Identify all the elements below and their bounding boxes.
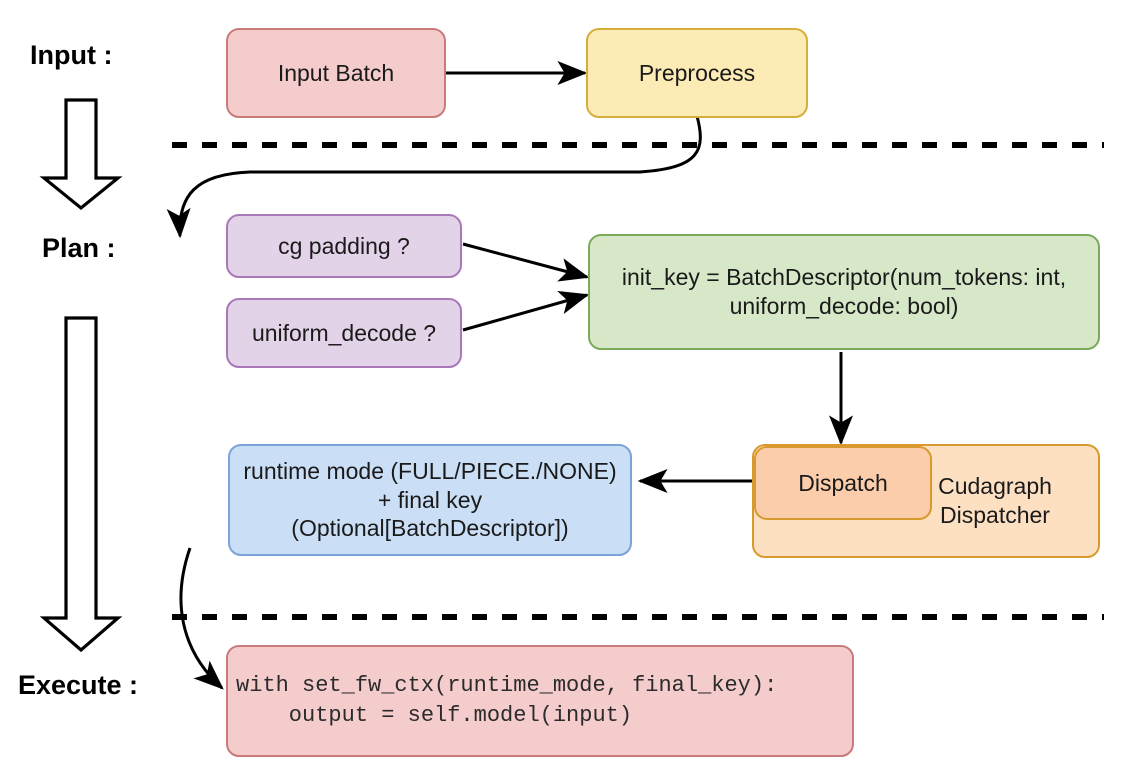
node-runtime-mode[interactable]: runtime mode (FULL/PIECE./NONE) + final … [228,444,632,556]
node-cg-padding-label: cg padding ? [278,232,410,259]
node-uniform-decode[interactable]: uniform_decode ? [226,298,462,368]
plan-to-execute-block-arrow [39,316,123,653]
node-code-block-line1: with set_fw_ctx(runtime_mode, final_key)… [236,673,778,699]
node-code-block-line2: output = self.model(input) [236,703,633,728]
node-cudagraph-dispatcher-line2: Dispatcher [940,502,1050,528]
node-cg-padding[interactable]: cg padding ? [226,214,462,278]
node-init-key-line2: uniform_decode: bool) [729,293,959,319]
node-code-block[interactable]: with set_fw_ctx(runtime_mode, final_key)… [226,645,854,757]
node-dispatch[interactable]: Dispatch [754,446,932,520]
node-runtime-mode-line2: + final key (Optional[BatchDescriptor]) [291,486,569,542]
node-init-key-line1: init_key = BatchDescriptor(num_tokens: i… [621,264,1067,291]
node-preprocess-label: Preprocess [638,59,756,86]
node-runtime-mode-line1: runtime mode (FULL/PIECE./NONE) [243,458,617,485]
node-input-batch-label: Input Batch [277,59,395,86]
edge-uniform-decode-to-init-key [462,290,590,332]
node-dispatch-label: Dispatch [798,469,888,496]
stage-label-plan: Plan : [42,233,116,263]
node-cudagraph-dispatcher-label: Cudagraph Dispatcher [910,472,1080,530]
node-preprocess[interactable]: Preprocess [586,28,808,118]
edge-runtime-mode-to-code-block [179,547,224,690]
node-cudagraph-dispatcher-line1: Cudagraph [938,473,1052,500]
stage-label-input: Input : [30,40,113,70]
input-to-plan-block-arrow [39,98,123,211]
node-input-batch[interactable]: Input Batch [226,28,446,118]
edge-cg-padding-to-init-key [462,242,590,282]
stage-label-execute: Execute : [18,670,139,700]
node-init-key[interactable]: init_key = BatchDescriptor(num_tokens: i… [588,234,1100,350]
node-uniform-decode-label: uniform_decode ? [251,319,437,346]
